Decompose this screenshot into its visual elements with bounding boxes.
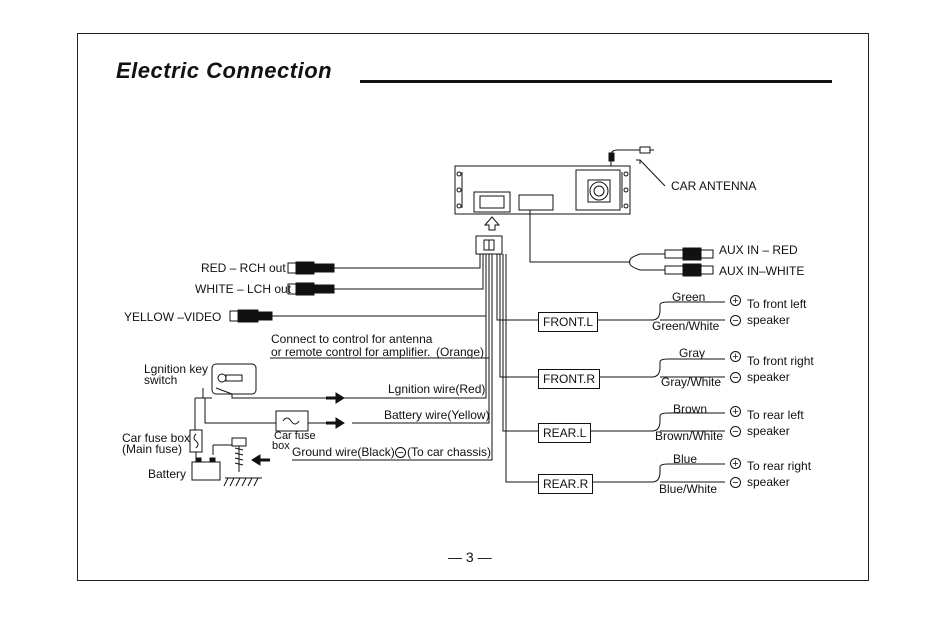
rch-out-label: RED – RCH out — [201, 261, 286, 275]
ground-destination-label: (To car chassis) — [407, 445, 492, 459]
ground-minus-icon: − — [395, 447, 406, 459]
main-fuse-label-2: (Main fuse) — [122, 442, 183, 456]
car-fuse-box-label-1: Car fuse — [274, 430, 316, 442]
dest-front-left-2: speaker — [747, 313, 790, 327]
wire-bundle — [270, 254, 538, 483]
wire-gray-white-label: Gray/White — [661, 375, 722, 389]
page-number: — 3 — — [448, 549, 492, 565]
dest-rear-left-2: speaker — [747, 424, 790, 438]
antenna-control-color: (Orange) — [436, 345, 485, 359]
dest-rear-right-1: To rear right — [747, 459, 812, 473]
antenna-label: CAR ANTENNA — [671, 179, 757, 193]
page-title: Electric Connection — [116, 58, 333, 83]
head-unit-rear-panel — [454, 165, 631, 215]
wire-brown-white-label: Brown/White — [655, 429, 724, 443]
car-fuse-box-label-2: box — [272, 440, 290, 452]
front-left-minus-icon: − — [730, 315, 741, 327]
battery-wire-label: Battery wire(Yellow) — [384, 408, 490, 422]
dest-rear-left-1: To rear left — [747, 408, 804, 422]
antenna-control-line1: Connect to control for antenna — [271, 332, 433, 346]
rear-left-plus-icon: + — [730, 406, 741, 418]
rear-left-minus-icon: − — [730, 426, 741, 438]
wire-green-white-label: Green/White — [652, 319, 720, 333]
rear-right-minus-icon: − — [730, 477, 741, 489]
wire-gray-label: Gray — [679, 346, 706, 360]
front-right-minus-icon: − — [730, 372, 741, 384]
channel-rear-r: REAR.R — [538, 474, 594, 494]
dest-front-left-1: To front left — [747, 297, 807, 311]
aux-in-red-label: AUX IN – RED — [719, 243, 798, 257]
channel-front-r: FRONT.R — [538, 369, 600, 389]
antenna-control-line2: or remote control for amplifier. — [271, 345, 431, 359]
wire-blue-white-label: Blue/White — [659, 482, 718, 496]
lch-out-label: WHITE – LCH out — [195, 282, 292, 296]
front-left-plus-icon: + — [730, 295, 741, 307]
aux-in-white-label: AUX IN–WHITE — [719, 264, 805, 278]
ignition-wire-label: Lgnition wire(Red) — [388, 382, 486, 396]
speaker-leads — [590, 301, 725, 483]
channel-front-l: FRONT.L — [538, 312, 599, 332]
battery-label: Battery — [148, 467, 187, 481]
dest-rear-right-2: speaker — [747, 475, 790, 489]
ignition-switch-label-1: Lgnition key — [144, 362, 209, 376]
dest-front-right-2: speaker — [747, 370, 790, 384]
main-fuse-label-1: Car fuse box — [122, 431, 191, 445]
wire-blue-label: Blue — [673, 452, 698, 466]
direction-arrows — [251, 392, 345, 466]
page-frame — [77, 33, 869, 581]
rear-right-plus-icon: + — [730, 458, 741, 470]
video-out-label: YELLOW –VIDEO — [124, 310, 222, 324]
rca-connectors — [229, 261, 335, 323]
antenna-cable — [608, 146, 666, 187]
wire-green-label: Green — [672, 290, 706, 304]
title-underline — [360, 80, 832, 83]
power-circuit — [189, 363, 352, 487]
front-right-plus-icon: + — [730, 351, 741, 363]
ground-wire-label: Ground wire(Black) — [292, 445, 395, 459]
aux-cable — [529, 210, 714, 277]
harness-connector — [475, 216, 503, 255]
ignition-switch-label-2: switch — [144, 373, 178, 387]
wire-brown-label: Brown — [673, 402, 708, 416]
channel-rear-l: REAR.L — [538, 423, 592, 443]
dest-front-right-1: To front right — [747, 354, 814, 368]
